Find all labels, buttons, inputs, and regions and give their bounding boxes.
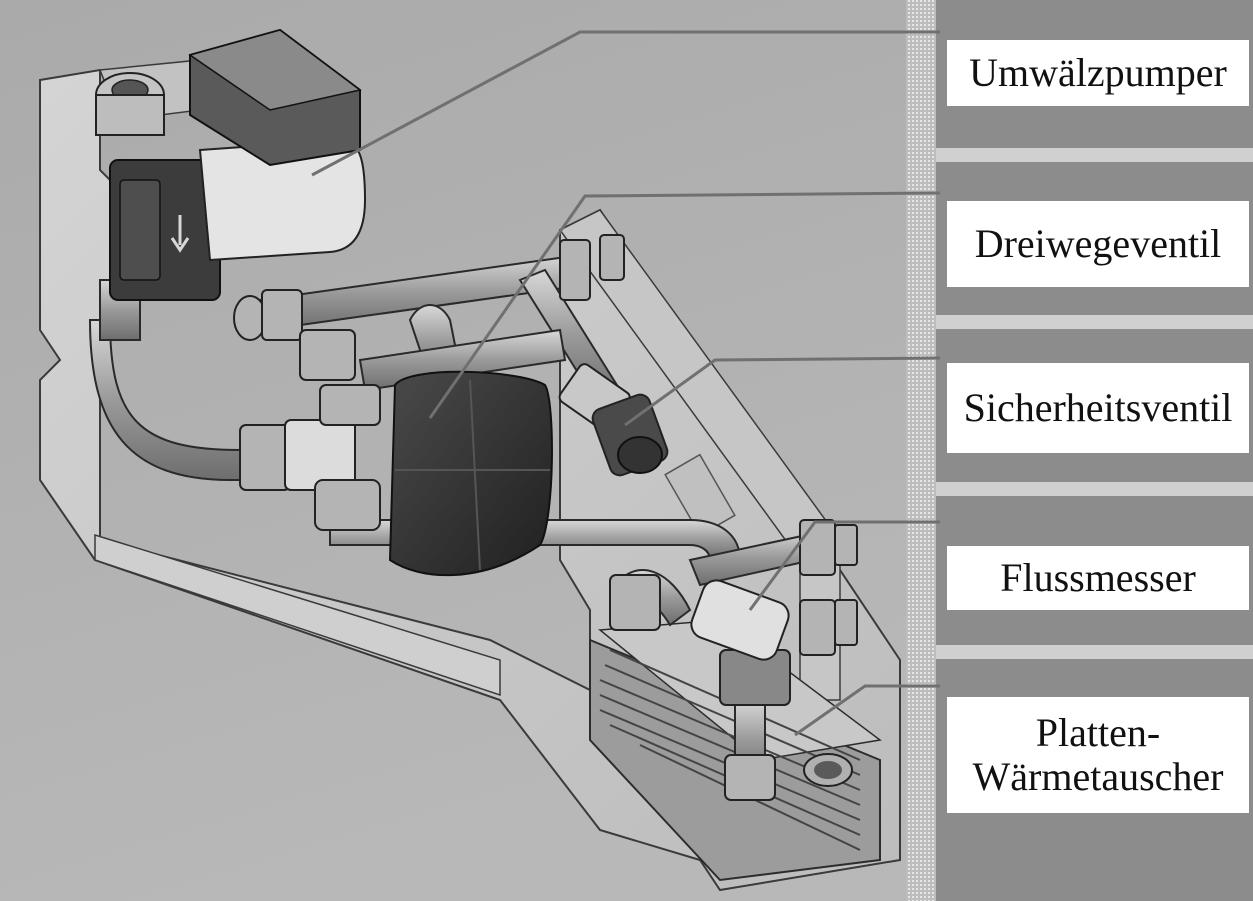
label-circulation-pump: Umwälzpumper [947, 40, 1249, 106]
label-three-way-valve: Dreiwegeventil [947, 201, 1249, 287]
leader-line-three-way-valve [428, 191, 941, 419]
dotted-strip [906, 0, 936, 901]
label-line-1: Platten- [1035, 710, 1161, 755]
panel-separator [936, 482, 1253, 496]
panel-separator [936, 148, 1253, 162]
leader-line-pump [311, 30, 940, 177]
leader-lines [311, 30, 941, 737]
safety-valve [558, 363, 669, 477]
label-plate-heat-exchanger: Platten- Wärmetauscher [947, 697, 1249, 813]
leader-line-heat-exchanger [794, 684, 940, 737]
circulation-pump [95, 28, 367, 301]
label-line-2: Wärmetauscher [972, 754, 1224, 799]
label-flowmeter: Flussmesser [947, 546, 1249, 610]
leader-line-flowmeter [748, 520, 940, 611]
three-way-valve [388, 370, 553, 577]
panel-separator [936, 315, 1253, 329]
label-safety-valve: Sicherheitsventil [947, 363, 1249, 453]
panel-separator [936, 645, 1253, 659]
flowmeter [690, 579, 790, 661]
leader-line-safety-valve [624, 356, 941, 427]
fittings [233, 234, 858, 801]
